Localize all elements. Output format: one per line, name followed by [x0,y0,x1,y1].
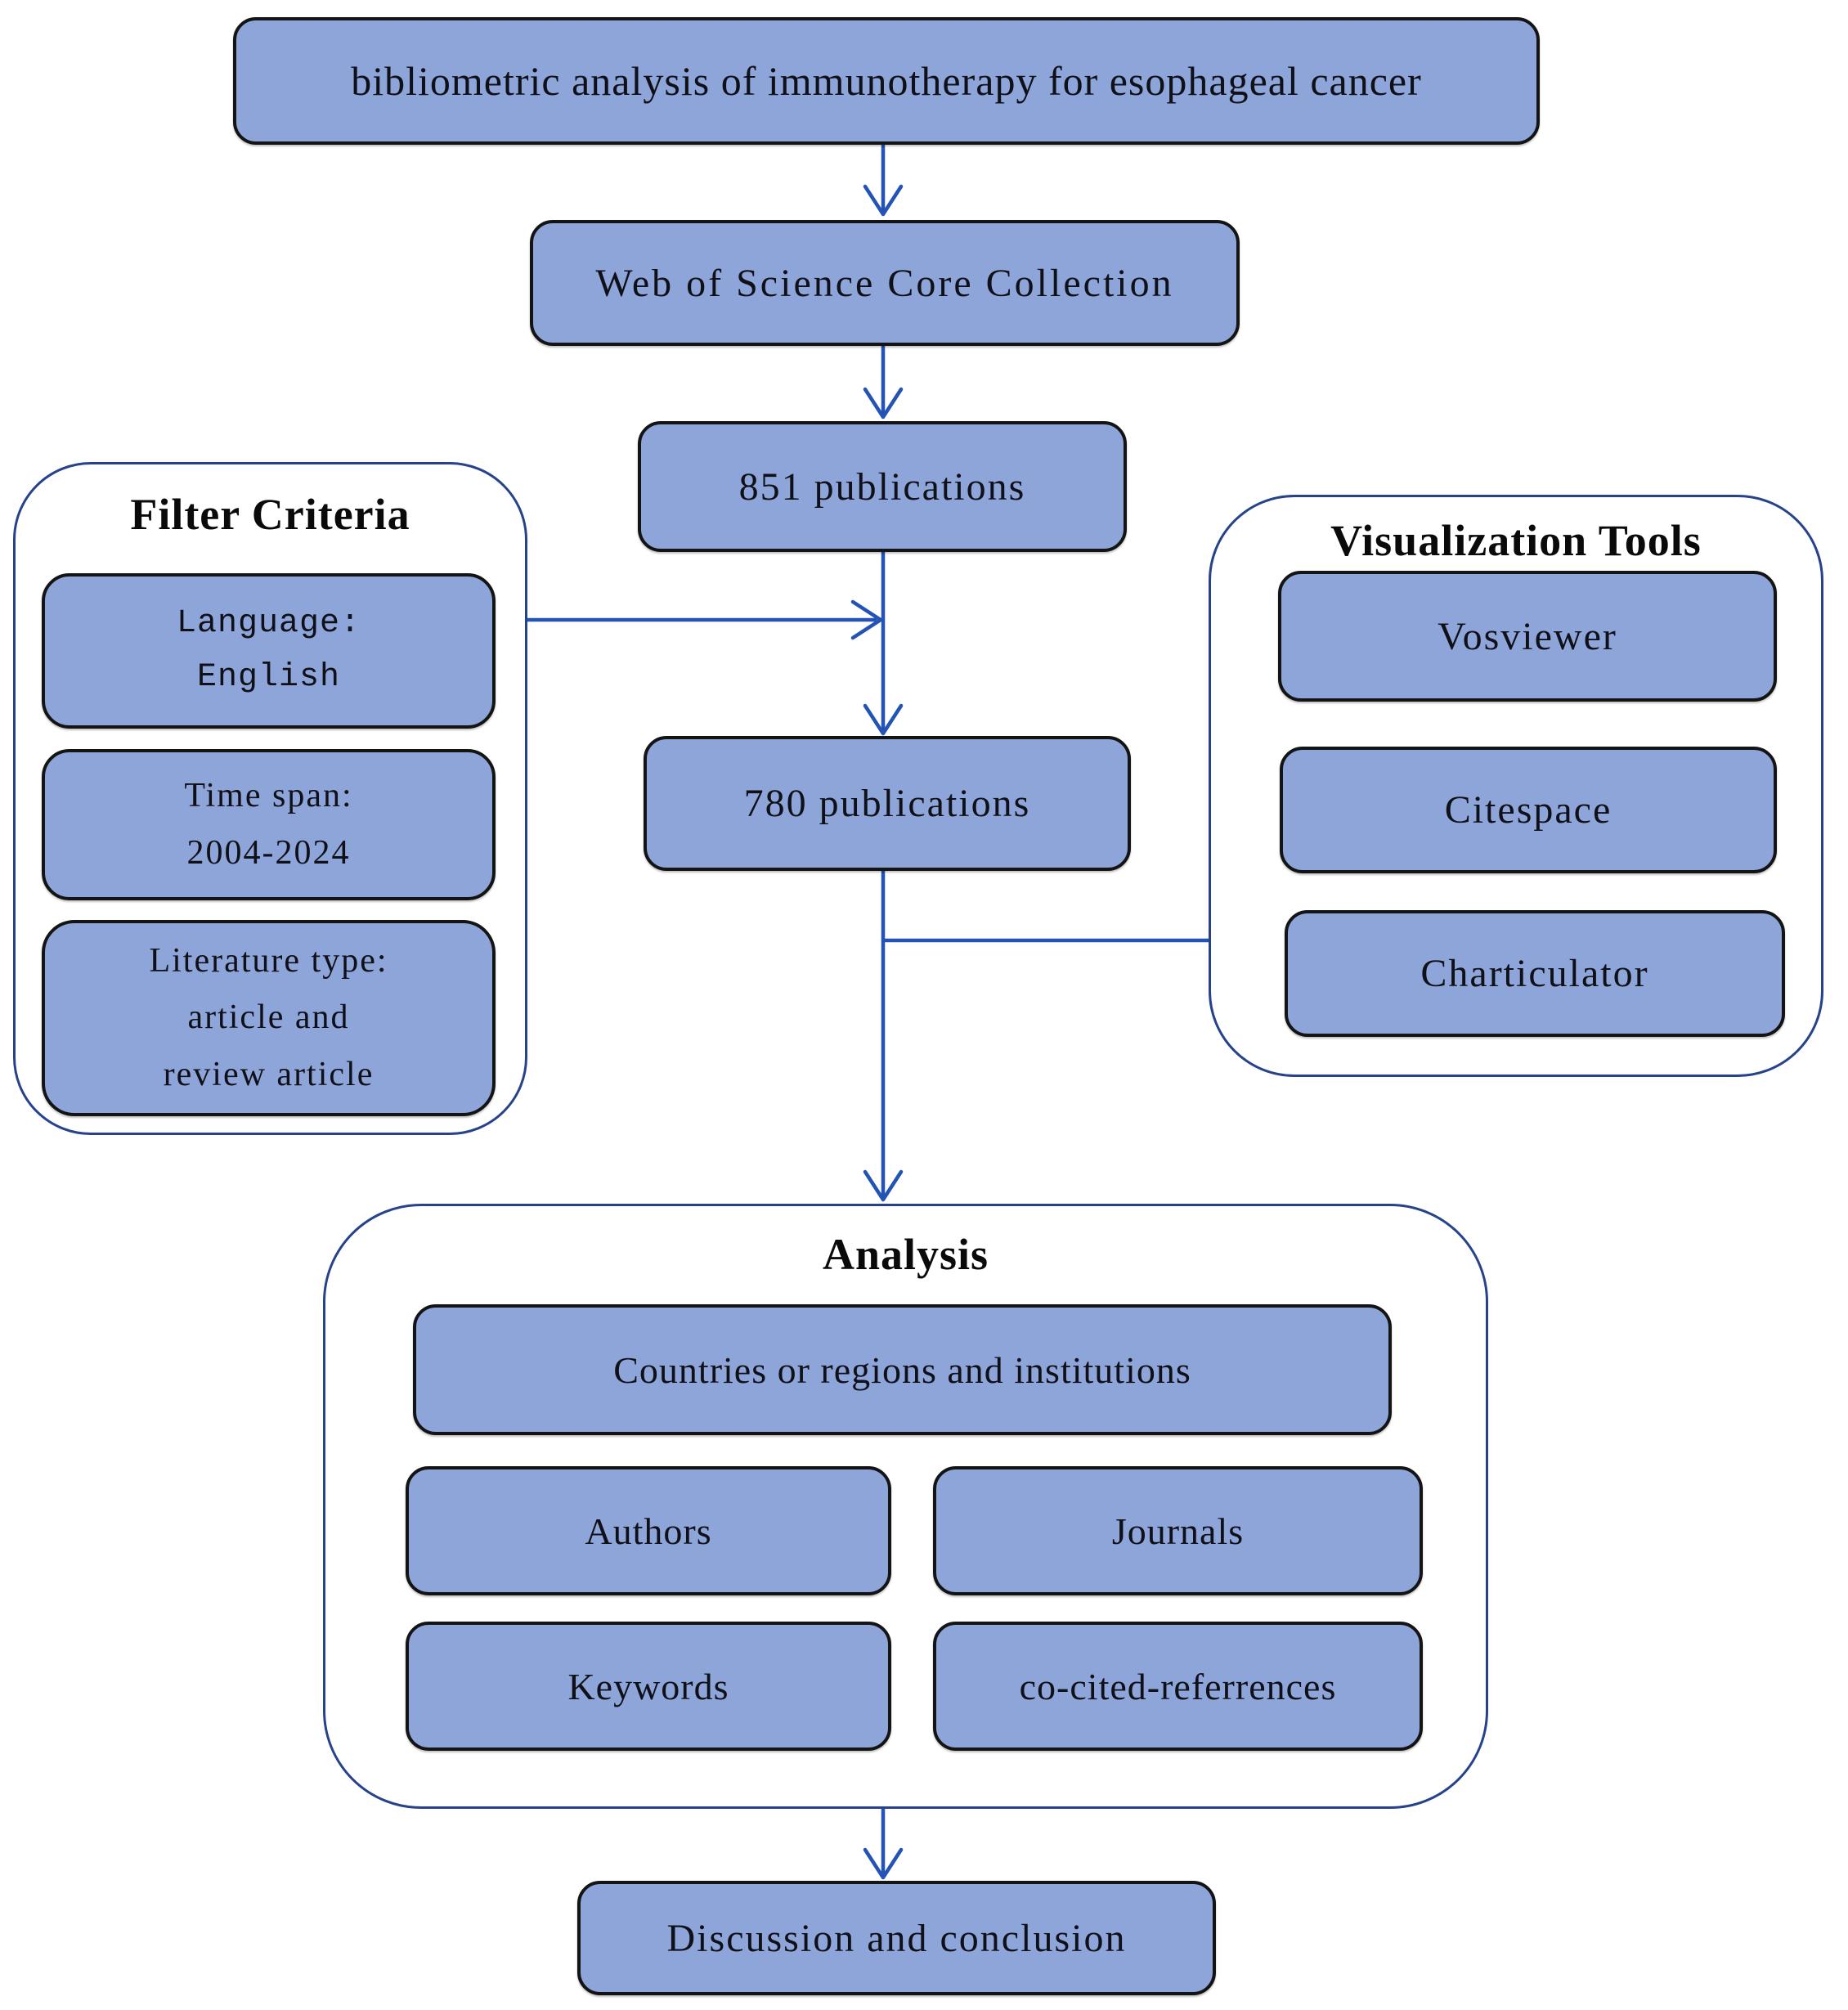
filter-criteria-title: Filter Criteria [130,490,410,539]
flow-node-851-publications: 851 publications [638,421,1127,552]
flow-node-label: 780 publications [743,782,1031,825]
arrowhead-down-icon [863,184,904,217]
filter-node-littype: Literature type: article and review arti… [42,920,496,1116]
flow-node-label: bibliometric analysis of immunotherapy f… [351,58,1422,104]
filter-node-littype-line3: review article [163,1055,375,1093]
filter-node-timespan-line1: Time span: [184,777,353,815]
flow-node-label: 851 publications [738,464,1026,509]
filter-node-language-line1: Language: [176,605,361,642]
flow-node-780-publications: 780 publications [644,736,1131,871]
flow-node-label: Citespace [1444,788,1613,832]
flow-node-label: co-cited-referrences [1019,1665,1337,1707]
analysis-node-authors: Authors [406,1466,891,1595]
analysis-node-cocited-references: co-cited-referrences [933,1622,1423,1751]
arrowhead-down-icon [863,387,904,419]
filter-node-language-line2: English [196,659,341,696]
analysis-title: Analysis [822,1230,989,1279]
vis-node-citespace: Citespace [1280,747,1777,873]
flow-node-label: Discussion and conclusion [666,1916,1127,1960]
filter-criteria-group: Filter Criteria Language: English Time s… [13,462,527,1135]
arrowhead-down-icon [863,1169,904,1202]
analysis-node-journals: Journals [933,1466,1423,1595]
analysis-node-countries: Countries or regions and institutions [413,1304,1392,1435]
filter-node-timespan-line2: 2004-2024 [186,833,351,872]
flow-node-label: Keywords [567,1665,729,1707]
filter-node-language: Language: English [42,573,496,729]
filter-node-littype-line1: Literature type: [149,942,388,980]
flow-node-wos: Web of Science Core Collection [530,220,1240,346]
vis-node-charticulator: Charticulator [1285,910,1785,1037]
analysis-node-keywords: Keywords [406,1622,891,1751]
visualization-tools-title: Visualization Tools [1330,516,1702,565]
arrowhead-right-icon [850,599,883,640]
arrowhead-down-icon [863,1847,904,1880]
filter-node-timespan: Time span: 2004-2024 [42,749,496,900]
flow-node-discussion: Discussion and conclusion [577,1881,1216,1995]
flow-node-label: Journals [1111,1510,1245,1552]
filter-node-littype-line2: article and [187,998,350,1037]
flow-node-label: Vosviewer [1438,614,1617,658]
flow-node-label: Authors [585,1510,712,1552]
vis-node-vosviewer: Vosviewer [1278,571,1777,702]
flow-node-bibliometric-title: bibliometric analysis of immunotherapy f… [233,17,1540,145]
flow-node-label: Countries or regions and institutions [613,1348,1191,1391]
flow-node-label: Charticulator [1420,952,1649,995]
flow-node-label: Web of Science Core Collection [595,261,1174,305]
arrowhead-down-icon [863,703,904,736]
analysis-group: Analysis Countries or regions and instit… [323,1204,1488,1809]
visualization-tools-group: Visualization Tools Vosviewer Citespace … [1209,495,1823,1077]
